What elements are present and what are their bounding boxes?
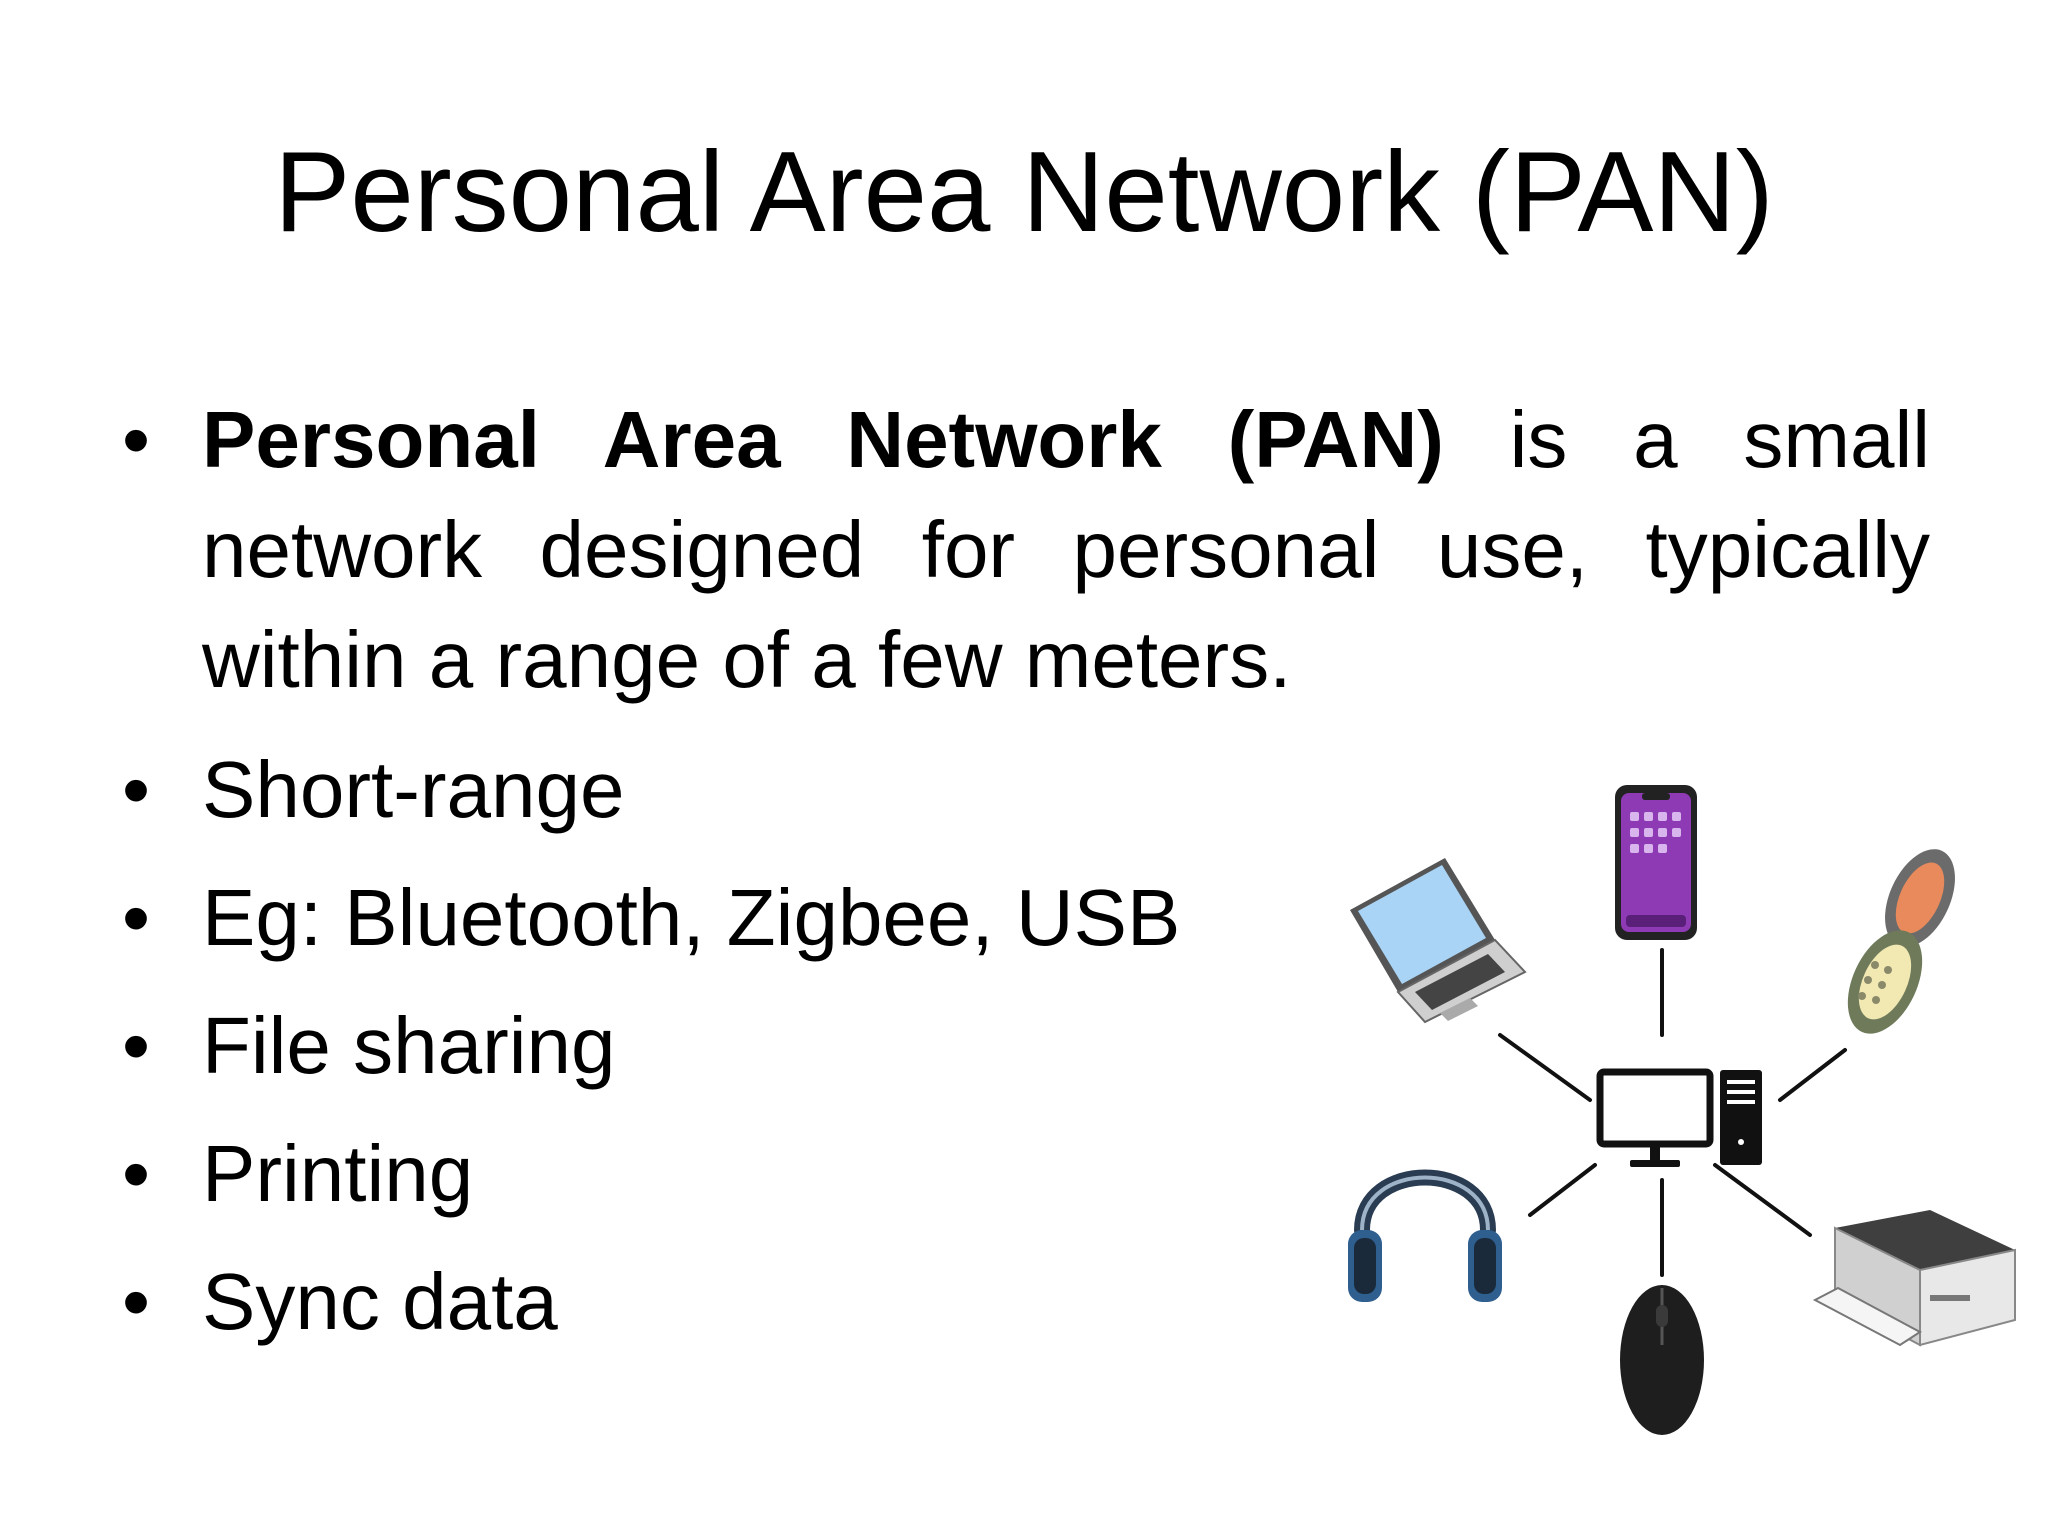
bullet-item: • Short-range: [120, 735, 1930, 845]
printer-icon: [1812, 1210, 2016, 1347]
bullet-marker: •: [122, 395, 151, 484]
bullet-text: Short-range: [202, 745, 625, 834]
headphones-icon: [1348, 1169, 1502, 1302]
bullet-marker: •: [122, 745, 151, 834]
bullet-item: • Sync data: [120, 1247, 1930, 1357]
connector-lines: [1498, 948, 1847, 1277]
bullet-item: • File sharing: [120, 991, 1930, 1101]
bullet-marker: •: [122, 1257, 151, 1346]
bullet-list: • Personal Area Network (PAN) is a small…: [120, 385, 1930, 1375]
desktop-computer-icon: [1596, 1068, 1762, 1167]
bullet-bold-term: Personal Area Network (PAN): [202, 395, 1444, 484]
pan-diagram: [1348, 785, 2016, 1435]
flip-phone-icon: [1847, 849, 1955, 1034]
smartphone-icon: [1615, 785, 1697, 940]
bullet-item: • Eg: Bluetooth, Zigbee, USB: [120, 863, 1930, 973]
bullet-text: Eg: Bluetooth, Zigbee, USB: [202, 873, 1181, 962]
bullet-item: • Printing: [120, 1119, 1930, 1229]
bullet-marker: •: [122, 1001, 151, 1090]
bullet-item: • Personal Area Network (PAN) is a small…: [120, 385, 1930, 715]
bullet-marker: •: [122, 1129, 151, 1218]
bullet-text: File sharing: [202, 1001, 616, 1090]
bullet-text: Printing: [202, 1129, 474, 1218]
slide-title: Personal Area Network (PAN): [274, 129, 1774, 256]
bullet-text: is a small network designed for personal…: [202, 395, 1931, 704]
bullet-text: Sync data: [202, 1257, 558, 1346]
laptop-icon: [1350, 858, 1527, 1024]
bullet-marker: •: [122, 873, 151, 962]
mouse-icon: [1620, 1285, 1704, 1435]
